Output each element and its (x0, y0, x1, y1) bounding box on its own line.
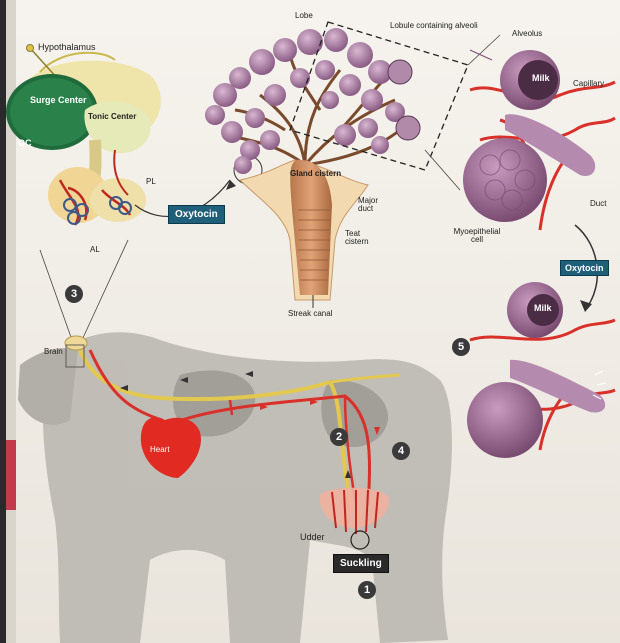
step-2-badge: 2 (330, 428, 348, 446)
major-duct-label: Major duct (358, 197, 388, 214)
myoepithelial-label: Myoepithelial cell (452, 228, 502, 245)
teat-cistern-label: Teat cistern (345, 230, 375, 247)
heart-label: Heart (150, 446, 170, 454)
page-edge-accent (6, 440, 16, 510)
hypothalamus-region (6, 45, 161, 226)
milk-label-bottom: Milk (534, 304, 552, 313)
suckling-tag: Suckling (333, 554, 389, 573)
lobule-label: Lobule containing alveoli (390, 22, 460, 30)
al-label: AL (90, 246, 100, 254)
udder-label: Udder (300, 533, 325, 542)
alveolus-label: Alveolus (512, 30, 542, 38)
brain-label: Brain (44, 348, 63, 356)
oxytocin-tag-right: Oxytocin (560, 260, 609, 276)
step-4-badge: 4 (392, 442, 410, 460)
capillary-label: Capillary (573, 80, 604, 88)
surge-center-label: Surge Center (30, 96, 76, 105)
streak-canal-label: Streak canal (288, 310, 332, 318)
mammary-lobes (205, 28, 420, 174)
step-5-badge: 5 (452, 338, 470, 356)
oxytocin-tag-left: Oxytocin (168, 205, 225, 224)
left-page-edge (0, 0, 6, 643)
gland-cistern-label: Gland cistern (290, 170, 332, 178)
pl-label: PL (146, 178, 156, 186)
milk-label-top: Milk (532, 74, 550, 83)
step-3-badge: 3 (65, 285, 83, 303)
tonic-center-label: Tonic Center (88, 113, 128, 121)
oc-label: OC (18, 139, 32, 148)
lobe-label: Lobe (295, 12, 313, 20)
step-1-badge: 1 (358, 581, 376, 599)
duct-label: Duct (590, 200, 606, 208)
hypothalamus-label: Hypothalamus (38, 43, 96, 52)
